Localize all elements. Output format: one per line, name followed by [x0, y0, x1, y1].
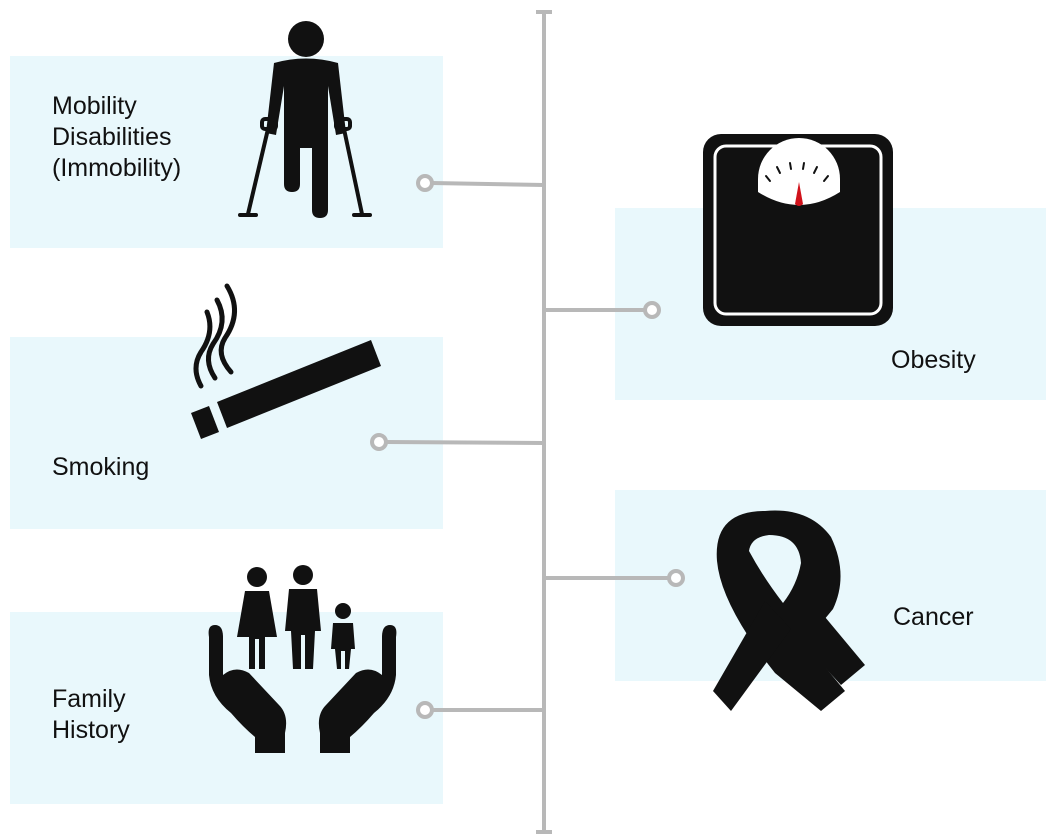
label-smoking: Smoking — [52, 452, 149, 483]
node-smoking — [370, 433, 388, 451]
person-with-crutches-icon — [238, 21, 372, 218]
label-mobility-line-3: (Immobility) — [52, 154, 182, 182]
label-family-history-line-2: History — [52, 716, 130, 744]
node-obesity — [643, 301, 661, 319]
node-mobility — [416, 174, 434, 192]
label-cancer: Cancer — [893, 602, 974, 633]
label-cancer-line-1: Cancer — [893, 603, 974, 631]
label-smoking-line-1: Smoking — [52, 453, 150, 481]
label-mobility: Mobility Disabilities (Immobility) — [52, 91, 181, 184]
label-mobility-line-2: Disabilities — [52, 123, 172, 151]
connector-mobility — [431, 181, 545, 187]
label-mobility-line-1: Mobility — [52, 92, 137, 120]
label-obesity: Obesity — [891, 345, 976, 376]
family-in-hands-icon — [208, 565, 397, 753]
label-family-history: Family History — [52, 684, 130, 746]
weighing-scale-icon — [703, 134, 893, 326]
node-family-history — [416, 701, 434, 719]
awareness-ribbon-icon — [713, 510, 865, 711]
cigarette-icon — [191, 283, 381, 439]
label-family-history-line-1: Family — [52, 685, 126, 713]
node-cancer — [667, 569, 685, 587]
connector-smoking — [385, 440, 545, 445]
label-obesity-line-1: Obesity — [891, 346, 976, 374]
